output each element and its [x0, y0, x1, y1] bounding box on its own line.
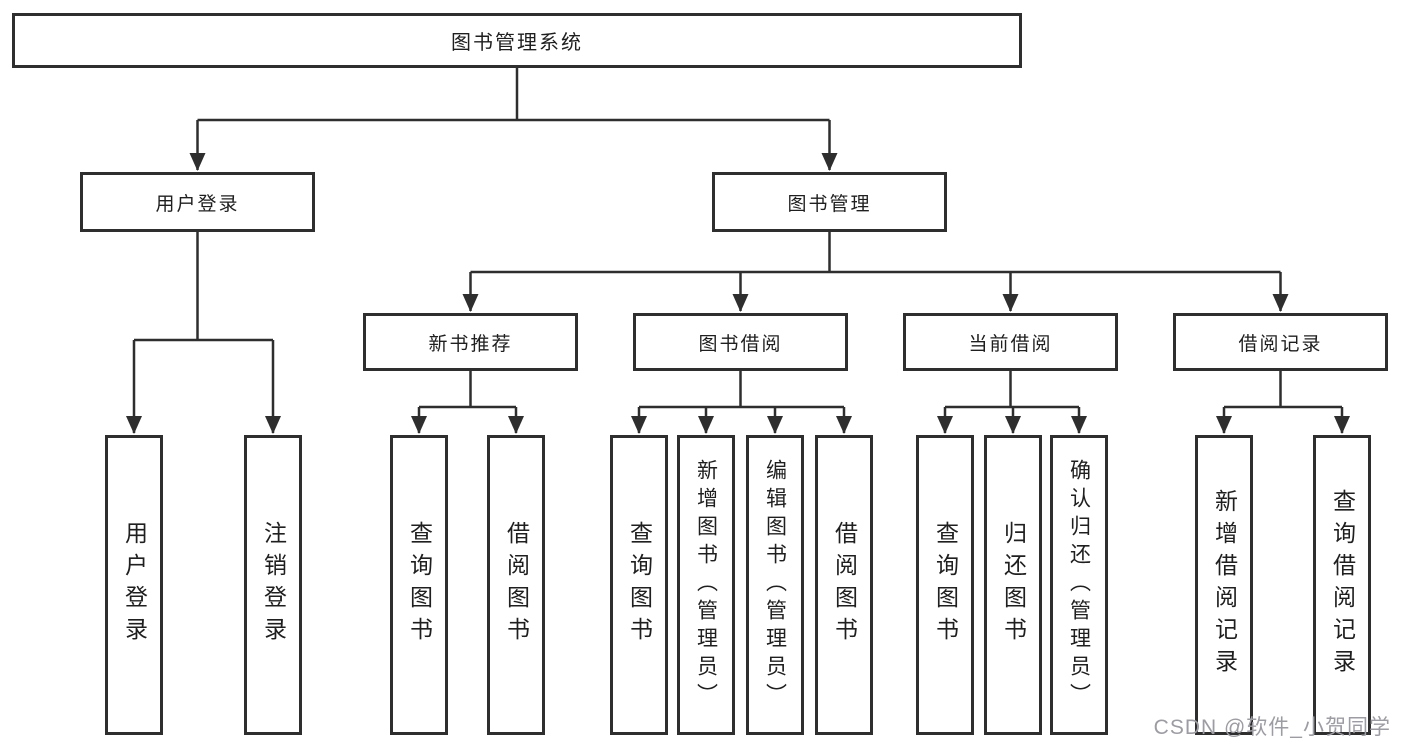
node-new-book-recommend-label: 新书推荐: [428, 333, 513, 355]
node-new-book-recommend: 新书推荐: [363, 313, 578, 371]
node-book-management-label: 图书管理: [787, 193, 872, 215]
leaf-user-login: 用户登录: [105, 435, 163, 735]
node-current-borrow: 当前借阅: [903, 313, 1118, 371]
node-borrow-records-label: 借阅记录: [1238, 333, 1323, 355]
node-book-borrow-label: 图书借阅: [698, 333, 783, 355]
leaf-confirm-return-admin-label: 确认归还（管理员）: [1067, 459, 1091, 711]
leaf-query-books-recommend: 查询图书: [390, 435, 448, 735]
leaf-logout-label: 注销登录: [260, 521, 287, 649]
leaf-borrow-books-recommend-label: 借阅图书: [503, 521, 530, 649]
leaf-query-borrow-record-label: 查询借阅记录: [1329, 489, 1356, 681]
node-root-label: 图书管理系统: [451, 32, 583, 54]
leaf-query-books-current: 查询图书: [916, 435, 974, 735]
leaf-logout: 注销登录: [244, 435, 302, 735]
leaf-edit-book-admin-label: 编辑图书（管理员）: [763, 459, 787, 711]
leaf-return-book: 归还图书: [984, 435, 1042, 735]
node-book-borrow: 图书借阅: [633, 313, 848, 371]
leaf-query-books-borrow-label: 查询图书: [626, 521, 653, 649]
leaf-add-book-admin-label: 新增图书（管理员）: [694, 459, 718, 711]
leaf-borrow-books: 借阅图书: [815, 435, 873, 735]
leaf-confirm-return-admin: 确认归还（管理员）: [1050, 435, 1108, 735]
node-user-login-label: 用户登录: [155, 193, 240, 215]
leaf-add-book-admin: 新增图书（管理员）: [677, 435, 735, 735]
leaf-query-books-current-label: 查询图书: [932, 521, 959, 649]
leaf-query-books-borrow: 查询图书: [610, 435, 668, 735]
leaf-borrow-books-label: 借阅图书: [831, 521, 858, 649]
csdn-watermark: CSDN @软件_小贺同学: [1153, 716, 1391, 739]
leaf-user-login-label: 用户登录: [121, 521, 148, 649]
leaf-return-book-label: 归还图书: [1000, 521, 1027, 649]
leaf-add-borrow-record: 新增借阅记录: [1195, 435, 1253, 735]
leaf-query-books-recommend-label: 查询图书: [406, 521, 433, 649]
leaf-borrow-books-recommend: 借阅图书: [487, 435, 545, 735]
node-user-login: 用户登录: [80, 172, 315, 232]
node-root: 图书管理系统: [12, 13, 1022, 68]
node-current-borrow-label: 当前借阅: [968, 333, 1053, 355]
node-book-management: 图书管理: [712, 172, 947, 232]
leaf-edit-book-admin: 编辑图书（管理员）: [746, 435, 804, 735]
node-borrow-records: 借阅记录: [1173, 313, 1388, 371]
leaf-add-borrow-record-label: 新增借阅记录: [1211, 489, 1238, 681]
leaf-query-borrow-record: 查询借阅记录: [1313, 435, 1371, 735]
